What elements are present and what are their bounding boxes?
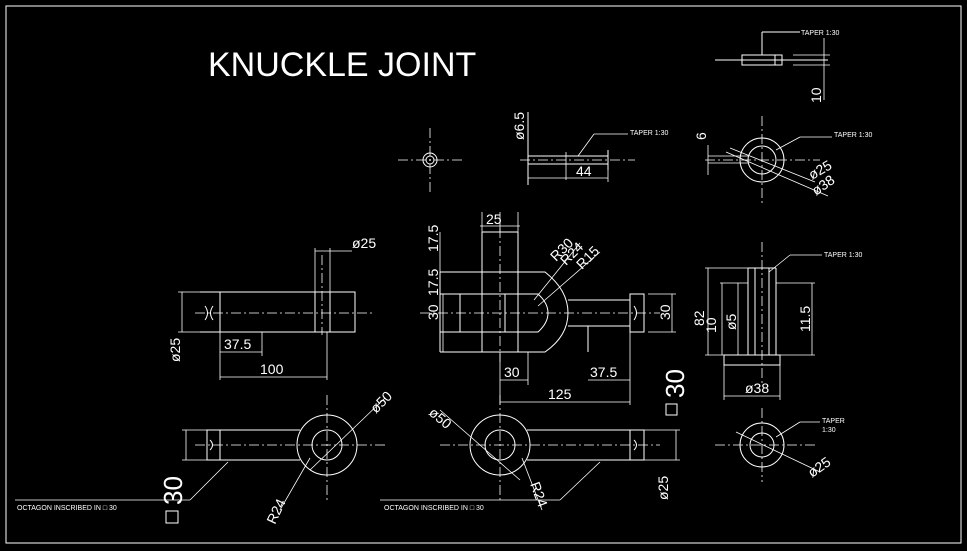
dim-17-5: 17.5 [425, 225, 441, 252]
fork-plan-view: ø25 ø25 37.5 100 [167, 235, 376, 380]
taper-note: TAPER 1:30 [630, 130, 668, 137]
pin-end-view [398, 128, 462, 192]
dim-10: 10 [703, 317, 719, 333]
dim-6-5: ø6.5 [511, 112, 527, 140]
dim-25: 25 [486, 211, 502, 227]
drawing-border [5, 5, 962, 544]
taper-note: 1:30 [822, 427, 836, 434]
taper-note: TAPER 1:30 [801, 30, 839, 37]
dim-25: ø25 [352, 235, 376, 251]
dim-82: 82 [691, 310, 707, 326]
dim-17-5: 17.5 [425, 269, 441, 296]
drawing-title: KNUCKLE JOINT [208, 46, 476, 84]
taper-note: TAPER 1:30 [824, 252, 862, 259]
taper-note: TAPER [822, 418, 845, 425]
pin-elevation: 82 10 ø5 11.5 ø38 TAPER 1:30 [691, 242, 862, 400]
taper-note: TAPER 1:30 [834, 132, 872, 139]
dim-30: 30 [660, 369, 690, 398]
dim-30: 30 [504, 364, 520, 380]
small-pin-view: TAPER 1:30 10 [715, 30, 839, 103]
eye-end-left: ø50 R24 OCTAGON INSCRIBED IN □ 30 30 [15, 388, 395, 526]
dim-37-5: 37.5 [590, 364, 617, 380]
pin-side-view: 44 ø6.5 TAPER 1:30 [511, 112, 668, 185]
dim-25: ø25 [167, 338, 183, 362]
dim-5: ø5 [723, 313, 739, 330]
octagon-note: OCTAGON INSCRIBED IN □ 30 [384, 505, 484, 512]
dim-30: 30 [158, 476, 188, 505]
octagon-note: OCTAGON INSCRIBED IN □ 30 [17, 505, 117, 512]
dim-10: 10 [808, 87, 824, 103]
dim-37-5: 37.5 [224, 336, 251, 352]
dim-11-5: 11.5 [797, 306, 813, 332]
dim-125: 125 [548, 386, 572, 402]
square-symbol [165, 510, 179, 524]
dim-100: 100 [260, 361, 284, 377]
dim-44: 44 [576, 163, 592, 179]
square-symbol [665, 403, 678, 416]
dim-30: 30 [657, 304, 673, 320]
dim-6: 6 [693, 132, 709, 140]
dim-38: ø38 [745, 380, 769, 396]
dim-30: 30 [425, 304, 441, 320]
dim-25: ø25 [655, 476, 671, 500]
